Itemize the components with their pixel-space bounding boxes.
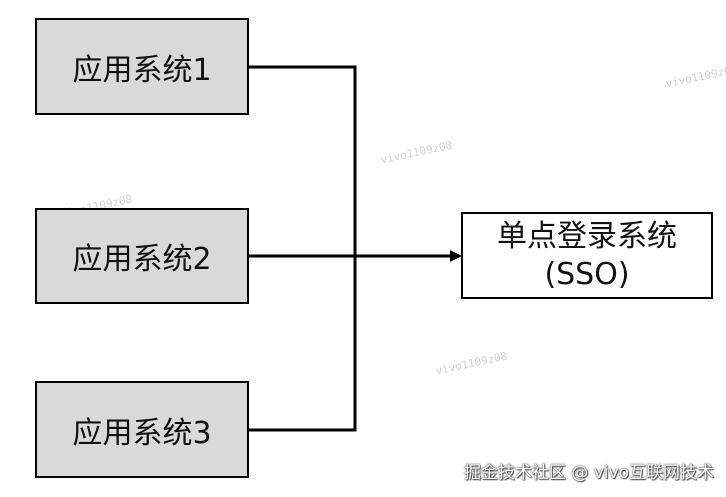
app-system-1-label: 应用系统1 [72, 52, 212, 88]
sso-title: 单点登录系统 [497, 219, 677, 254]
sso-subtitle: (SSO) [544, 256, 630, 292]
app-system-2-box: 应用系统2 [35, 208, 249, 304]
sso-system-box: 单点登录系统 (SSO) [461, 212, 713, 299]
app-system-3-label: 应用系统3 [72, 415, 212, 451]
arrow-head [450, 250, 462, 262]
connector-app3 [249, 256, 357, 432]
app-system-2-label: 应用系统2 [72, 242, 212, 277]
source-credit: 掘金技术社区 @ vivo互联网技术 [463, 463, 714, 483]
app-system-1-box: 应用系统1 [35, 18, 249, 115]
app-system-3-box: 应用系统3 [35, 381, 249, 478]
connector-app1 [249, 65, 357, 256]
